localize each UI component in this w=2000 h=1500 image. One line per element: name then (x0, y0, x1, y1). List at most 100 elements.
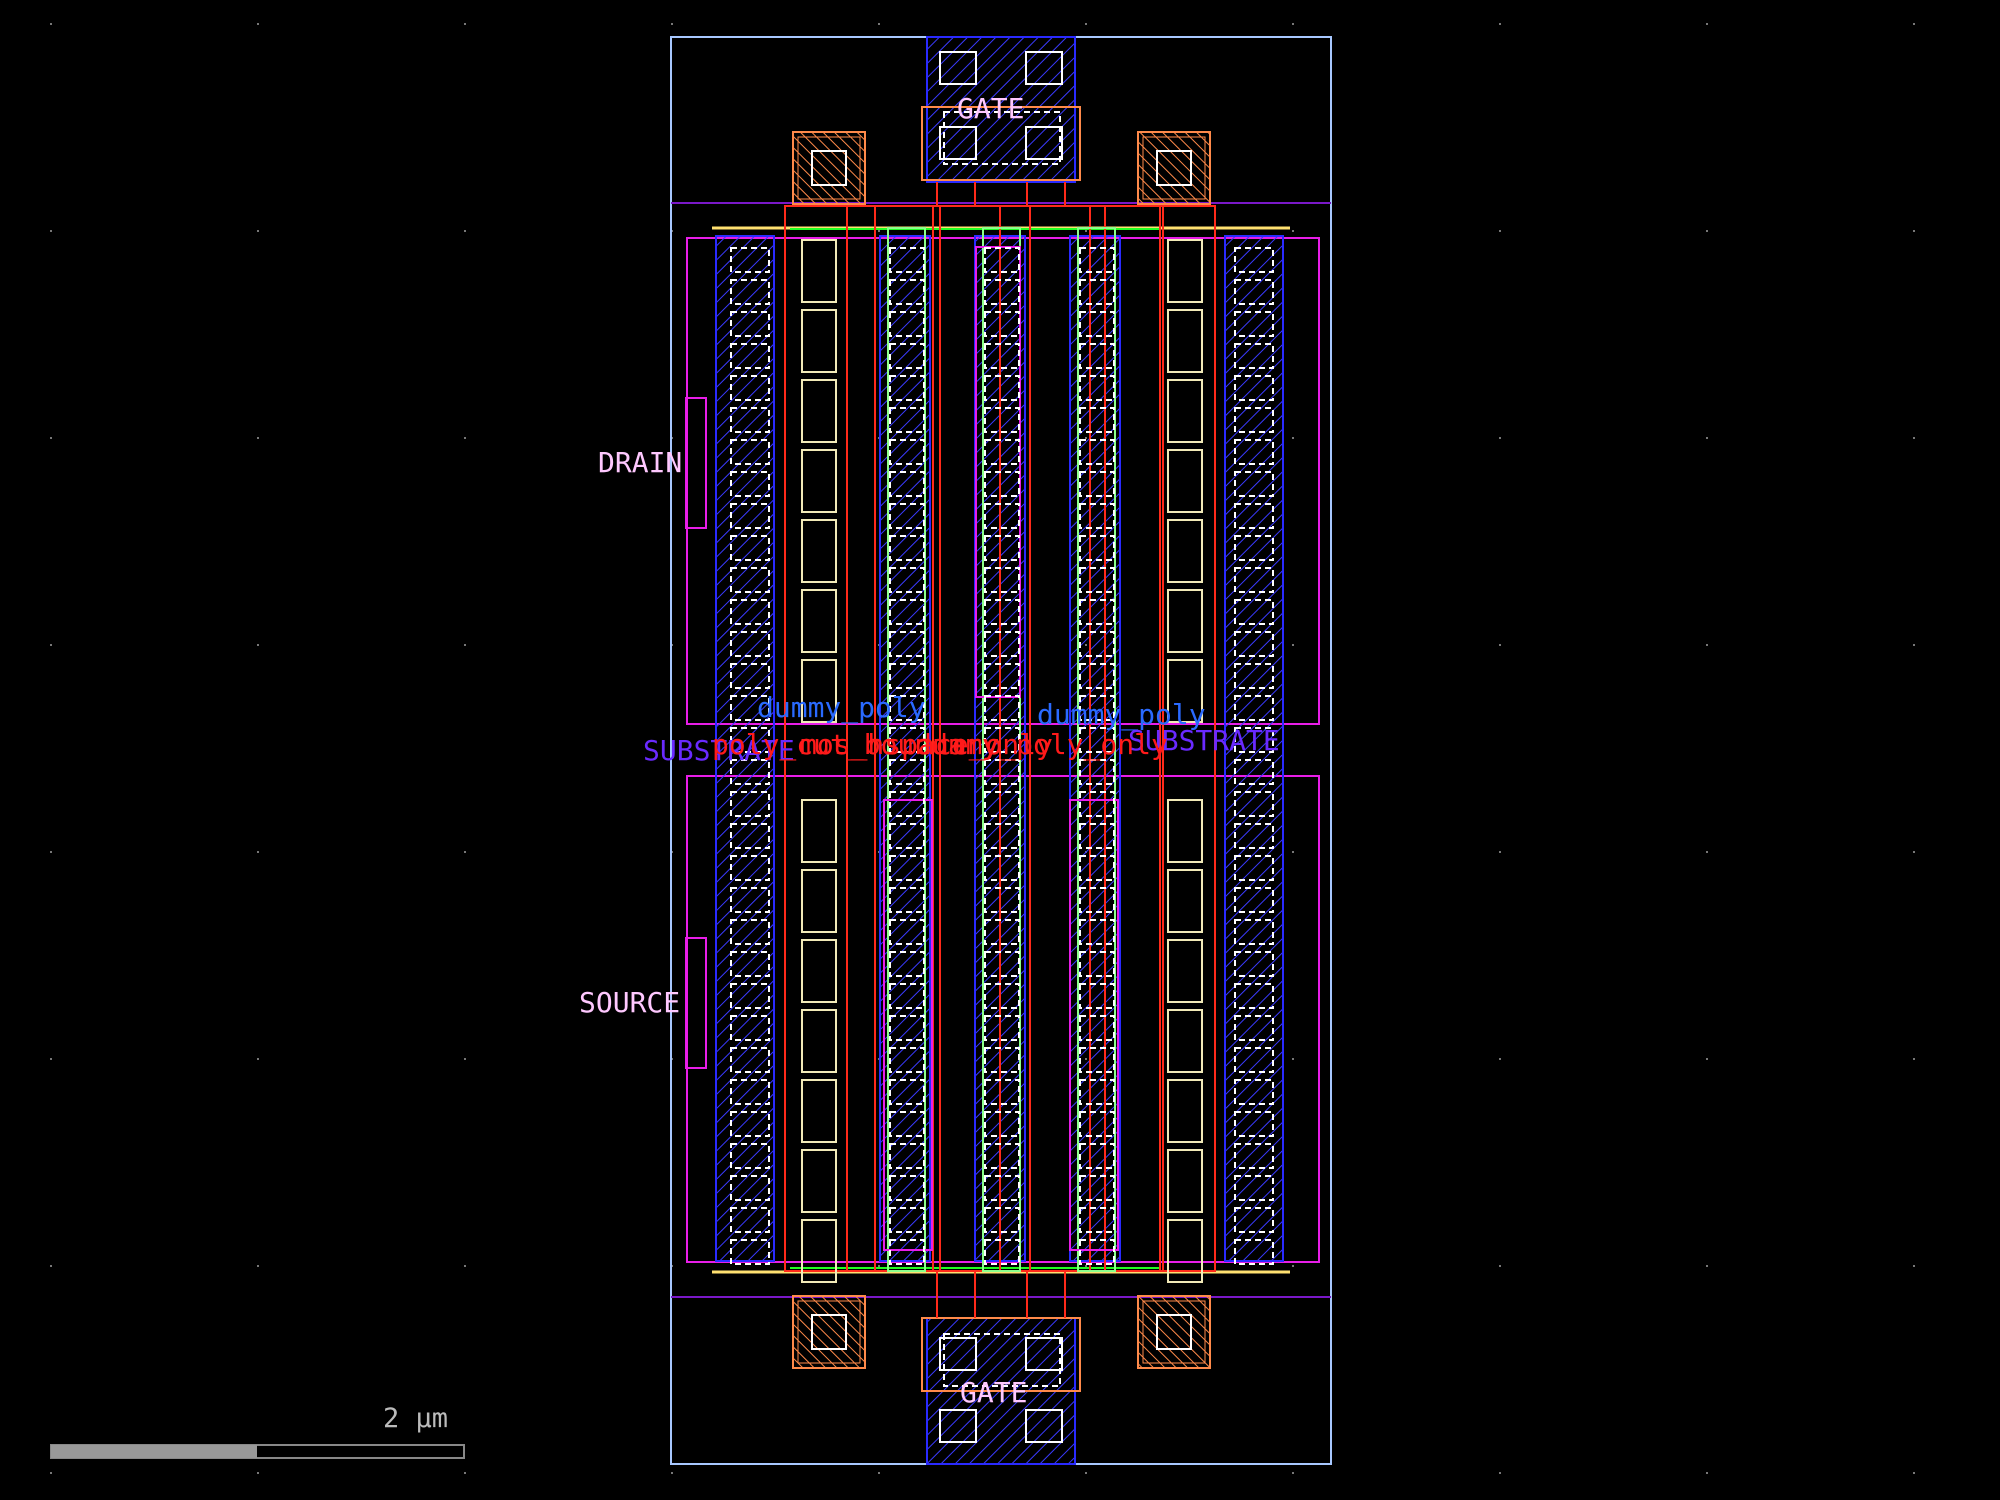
via-bottom-right (1137, 1295, 1211, 1369)
contact-dense (984, 1047, 1020, 1073)
contact-dense-right (1234, 247, 1274, 273)
contact-dense (984, 599, 1020, 625)
dummy-poly-label-right: dummy_poly (1037, 698, 1206, 732)
source-pin[interactable] (685, 937, 707, 1069)
contact-dense (984, 791, 1020, 817)
contact-dense (889, 631, 925, 657)
contact-dense (1079, 1079, 1115, 1105)
contact-dense-left (730, 1015, 770, 1041)
contact-sd (801, 379, 837, 443)
contact-sd (1167, 799, 1203, 863)
contact-dense (1079, 951, 1115, 977)
contact-dense (889, 663, 925, 689)
contact-dense-right (1234, 1111, 1274, 1137)
contact-dense-left (730, 1175, 770, 1201)
contact-dense (984, 279, 1020, 305)
drain-pin[interactable] (685, 397, 707, 529)
contact-sd (801, 589, 837, 653)
contact-dense (984, 1207, 1020, 1233)
contact-dense-right (1234, 631, 1274, 657)
contact-dense-right (1234, 695, 1274, 721)
contact-dense-left (730, 663, 770, 689)
contact-dense-left (730, 439, 770, 465)
contact-sd (1167, 1079, 1203, 1143)
contact-dense (1079, 343, 1115, 369)
contact-dense (1079, 439, 1115, 465)
via-top-right (1137, 131, 1211, 205)
poly-gate-straps (936, 182, 1066, 1318)
contact-dense-right (1234, 951, 1274, 977)
poly-gate-strip (1029, 205, 1091, 1272)
contact-sd (1167, 309, 1203, 373)
contact-dense-right (1234, 471, 1274, 497)
contact-dense-right (1234, 407, 1274, 433)
contact-dense-left (730, 247, 770, 273)
contact-dense-right (1234, 887, 1274, 913)
substrate-label-right: SUBSTRATE (1128, 724, 1280, 757)
contact-dense (1079, 855, 1115, 881)
overlap-label-3: dummy_poly_only (915, 728, 1168, 762)
contact-dense-left (730, 279, 770, 305)
contact-dense-left (730, 1047, 770, 1073)
contact-dense (1079, 663, 1115, 689)
contact-dense-right (1234, 311, 1274, 337)
contact-dense-left (730, 823, 770, 849)
contact-dense (1079, 1207, 1115, 1233)
contact-dense-left (730, 1079, 770, 1105)
contact-dense-left (730, 599, 770, 625)
contact-dense-left (730, 311, 770, 337)
contact-dense-right (1234, 343, 1274, 369)
scale-bar: 2 µm (50, 1403, 465, 1459)
contact-dense (1079, 1015, 1115, 1041)
contact-dense (984, 887, 1020, 913)
contact-dense (889, 343, 925, 369)
contact-dense-left (730, 1239, 770, 1265)
contact-dense (889, 919, 925, 945)
contact-dense-left (730, 1143, 770, 1169)
contact-sd (1167, 939, 1203, 1003)
contact-dense (1079, 311, 1115, 337)
contact-dense-left (730, 919, 770, 945)
drain-label: DRAIN (598, 446, 682, 479)
contact-dense (984, 663, 1020, 689)
contact-dense-left (730, 567, 770, 593)
dummy-poly-label-left: dummy_poly (757, 691, 926, 725)
contact-dense (984, 1143, 1020, 1169)
contact-dense-right (1234, 1239, 1274, 1265)
contact-dense (984, 919, 1020, 945)
poly-gate-strip (1104, 205, 1164, 1272)
contact-dense (984, 855, 1020, 881)
contact-dense (984, 471, 1020, 497)
poly-gate-strip (1159, 205, 1216, 1272)
contact-dense-right (1234, 1015, 1274, 1041)
gate-contact-top[interactable] (921, 36, 1081, 183)
source-label: SOURCE (579, 986, 680, 1019)
contact-sd (1167, 1219, 1203, 1283)
contact-dense (889, 1239, 925, 1265)
via-bottom-left (792, 1295, 866, 1369)
contact-dense (984, 535, 1020, 561)
via-top-left (792, 131, 866, 205)
contact-sd (801, 1079, 837, 1143)
contact-dense (984, 951, 1020, 977)
contact-dense (1079, 1239, 1115, 1265)
contact-dense-left (730, 695, 770, 721)
contact-sd (801, 519, 837, 583)
contact-sd (1167, 1009, 1203, 1073)
gate-contact-bottom[interactable] (921, 1317, 1081, 1465)
contact-dense-right (1234, 663, 1274, 689)
contact-dense-left (730, 343, 770, 369)
contact-dense-right (1234, 1143, 1274, 1169)
contact-dense (889, 471, 925, 497)
contact-dense (1079, 631, 1115, 657)
contact-sd (801, 869, 837, 933)
contact-sd (801, 659, 837, 723)
contact-dense-right (1234, 855, 1274, 881)
contact-dense (889, 983, 925, 1009)
contact-dense (1079, 503, 1115, 529)
contact-dense-right (1234, 1175, 1274, 1201)
contact-sd (1167, 239, 1203, 303)
contact-dense (1079, 1143, 1115, 1169)
contact-dense (1079, 759, 1115, 785)
